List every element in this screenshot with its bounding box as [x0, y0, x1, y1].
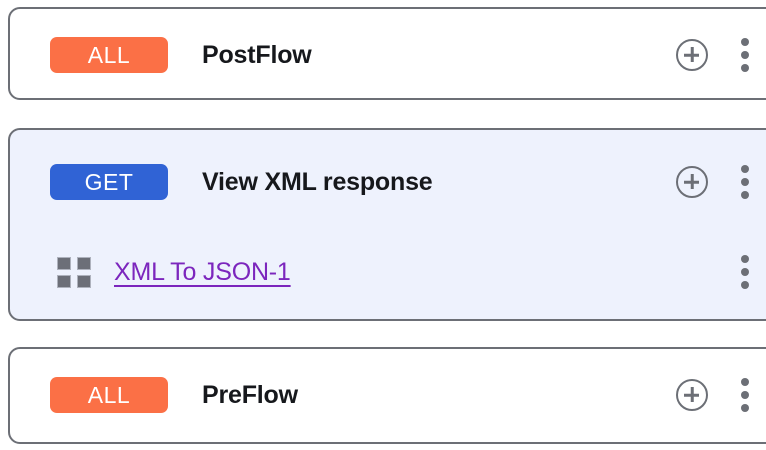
kebab-dot — [741, 268, 749, 276]
kebab-dot — [741, 38, 749, 46]
kebab-dot — [741, 391, 749, 399]
kebab-dot — [741, 51, 749, 59]
flow-title: View XML response — [202, 167, 433, 196]
policy-link-xml-to-json-1[interactable]: XML To JSON-1 — [114, 257, 291, 286]
kebab-dot — [741, 64, 749, 72]
flow-card-preflow[interactable]: ALL PreFlow — [8, 347, 766, 444]
flow-row-view-xml-response[interactable]: GET View XML response — [10, 152, 766, 212]
flow-title: PostFlow — [202, 40, 312, 69]
flow-row-postflow[interactable]: ALL PostFlow — [10, 25, 766, 85]
flow-row-preflow[interactable]: ALL PreFlow — [10, 365, 766, 425]
kebab-dot — [741, 404, 749, 412]
grid-square — [77, 275, 91, 288]
method-badge-all: ALL — [50, 377, 168, 413]
flow-card-view-xml-response[interactable]: GET View XML response XML To JSON-1 — [8, 128, 766, 321]
kebab-dot — [741, 191, 749, 199]
method-badge-all: ALL — [50, 37, 168, 73]
grid-square — [57, 275, 71, 288]
plus-circle-icon[interactable] — [676, 166, 708, 198]
grid-squares-icon — [57, 257, 91, 288]
kebab-menu-icon[interactable] — [730, 165, 760, 199]
grid-square — [77, 257, 91, 270]
flow-row-actions — [676, 378, 766, 412]
method-badge-get: GET — [50, 164, 168, 200]
policy-row-xml-to-json-1[interactable]: XML To JSON-1 — [10, 242, 766, 302]
grid-square — [57, 257, 71, 270]
kebab-dot — [741, 165, 749, 173]
kebab-menu-icon[interactable] — [730, 378, 760, 412]
kebab-dot — [741, 255, 749, 263]
flow-row-actions — [676, 38, 766, 72]
kebab-dot — [741, 281, 749, 289]
kebab-dot — [741, 378, 749, 386]
plus-circle-icon[interactable] — [676, 39, 708, 71]
plus-circle-icon[interactable] — [676, 379, 708, 411]
kebab-menu-icon[interactable] — [730, 38, 760, 72]
flow-row-actions — [676, 165, 766, 199]
policy-row-actions — [676, 255, 766, 289]
kebab-menu-icon[interactable] — [730, 255, 760, 289]
flow-title: PreFlow — [202, 380, 298, 409]
kebab-dot — [741, 178, 749, 186]
flow-card-postflow[interactable]: ALL PostFlow — [8, 7, 766, 100]
